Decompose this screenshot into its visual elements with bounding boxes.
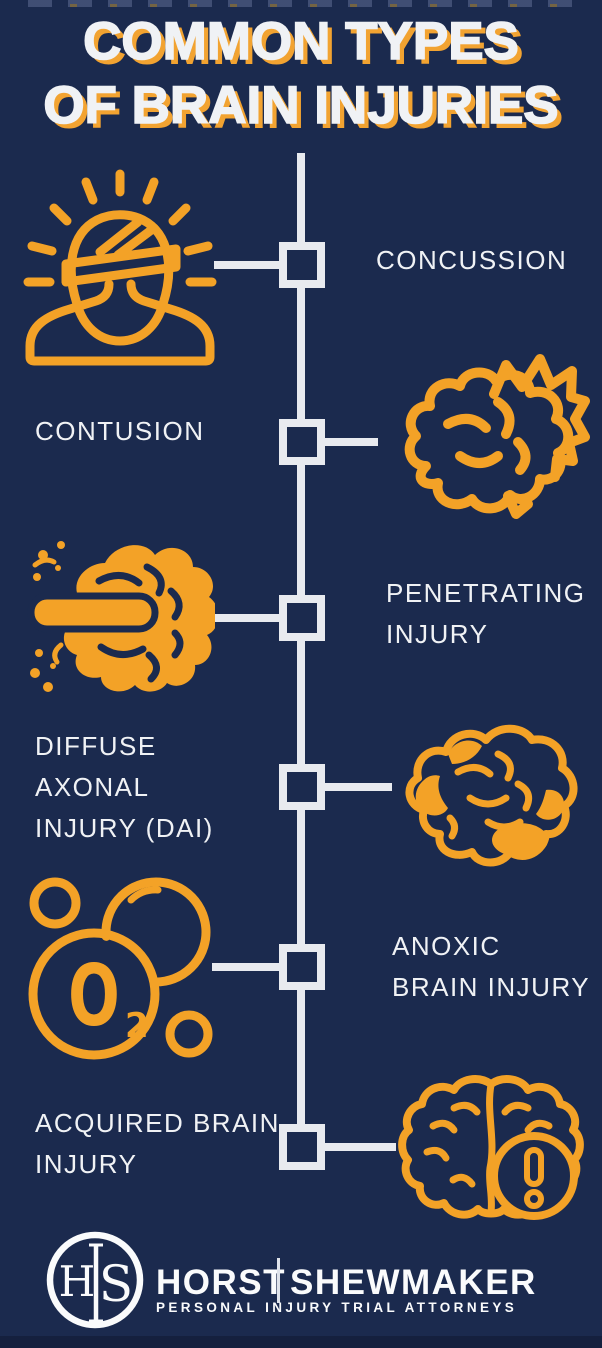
brain-alert-icon [398, 1075, 584, 1220]
oxygen-bubbles-icon: O 2 [28, 877, 213, 1060]
bottom-edge-strip [0, 1336, 602, 1348]
bandaged-head-icon [23, 169, 217, 366]
connector-acquired [325, 1143, 396, 1151]
diffuse-axonal-brain-icon [405, 724, 578, 867]
brand-tagline: PERSONAL INJURY TRIAL ATTORNEYS [156, 1300, 518, 1315]
monogram-letter-h: H [59, 1257, 96, 1306]
timeline-node-penetrating [279, 595, 325, 641]
monogram-bar [89, 1243, 103, 1323]
oxygen-letter: O [68, 947, 120, 1046]
brain-impact-icon [404, 354, 590, 519]
cropped-title-remnant-shadow [40, 4, 576, 7]
timeline-node-acquired [279, 1124, 325, 1170]
cropped-title-remnant [28, 0, 576, 7]
timeline-node-anoxic [279, 944, 325, 990]
label-acquired: ACQUIRED BRAIN INJURY [35, 1108, 280, 1179]
brand-divider [277, 1258, 280, 1303]
connector-contusion [325, 438, 378, 446]
label-concussion: CONCUSSION [376, 245, 568, 275]
connector-concussion [214, 261, 279, 269]
connector-penetrating [212, 614, 279, 622]
hs-monogram-logo: H S [46, 1231, 144, 1329]
timeline-node-dai [279, 764, 325, 810]
page-title-line2: OF BRAIN INJURIES [43, 75, 560, 136]
connector-dai [325, 783, 392, 791]
label-penetrating: PENETRATING INJURY [386, 578, 586, 649]
timeline-spine [297, 153, 305, 1151]
brand-name-horst: HORST [156, 1263, 286, 1302]
oxygen-subscript: 2 [125, 1006, 149, 1046]
timeline-node-concussion [279, 242, 325, 288]
page-title-line1: COMMON TYPES [82, 11, 519, 72]
label-dai: DIFFUSE AXONAL INJURY (DAI) [35, 731, 214, 843]
connector-anoxic [212, 963, 279, 971]
monogram-letter-s: S [99, 1255, 133, 1313]
label-contusion: CONTUSION [35, 416, 205, 446]
penetrated-brain-icon [27, 541, 215, 692]
timeline-node-contusion [279, 419, 325, 465]
label-anoxic: ANOXIC BRAIN INJURY [392, 931, 591, 1002]
brand-name-shewmaker: SHEWMAKER [290, 1263, 537, 1302]
